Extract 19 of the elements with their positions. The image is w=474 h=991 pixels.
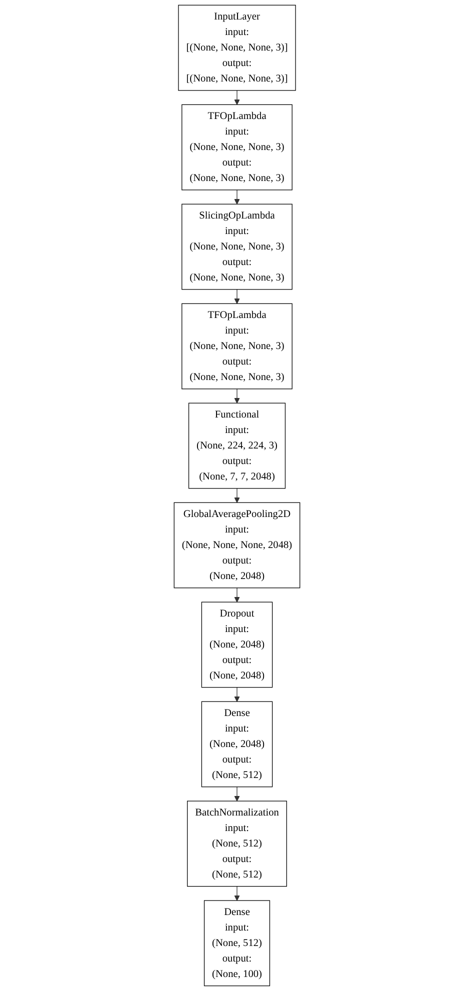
node-box: InputLayer input: [(None, None, None, 3)] output: [(None, None, None, 3)] [178, 4, 296, 91]
node-box: Dropout input: (None, 2048) output: (None, 2048) [201, 602, 273, 688]
node-box: BatchNormalization input: (None, 512) output: (None, 512) [187, 800, 287, 887]
arrow [234, 786, 240, 802]
node-box: Dense input: (None, 2048) output: (None, 512) [201, 701, 273, 788]
node-box: TFOpLambda input: (None, None, None, 3) output: (None, None, None, 3) [182, 303, 292, 390]
node-box: Dense input: (None, 512) output: (None, 100) [204, 900, 270, 986]
arrow [234, 488, 240, 503]
node-box: TFOpLambda input: (None, None, None, 3) output: (None, None, None, 3) [182, 104, 292, 190]
node-box: GlobalAveragePooling2D input: (None, None, None, 2048) output: (None, 2048) [174, 502, 300, 588]
node-box: Functional input: (None, 224, 224, 3) output: (None, 7, 7, 2048) [188, 402, 286, 489]
arrow [234, 687, 240, 702]
node-box: SlicingOpLambda input: (None, None, None, 3) output: (None, None, None, 3) [182, 204, 292, 290]
arrow [234, 190, 240, 204]
arrow [234, 388, 240, 404]
arrow [234, 289, 240, 304]
arrow [234, 886, 240, 901]
arrow [234, 588, 240, 602]
arrow [234, 90, 240, 105]
